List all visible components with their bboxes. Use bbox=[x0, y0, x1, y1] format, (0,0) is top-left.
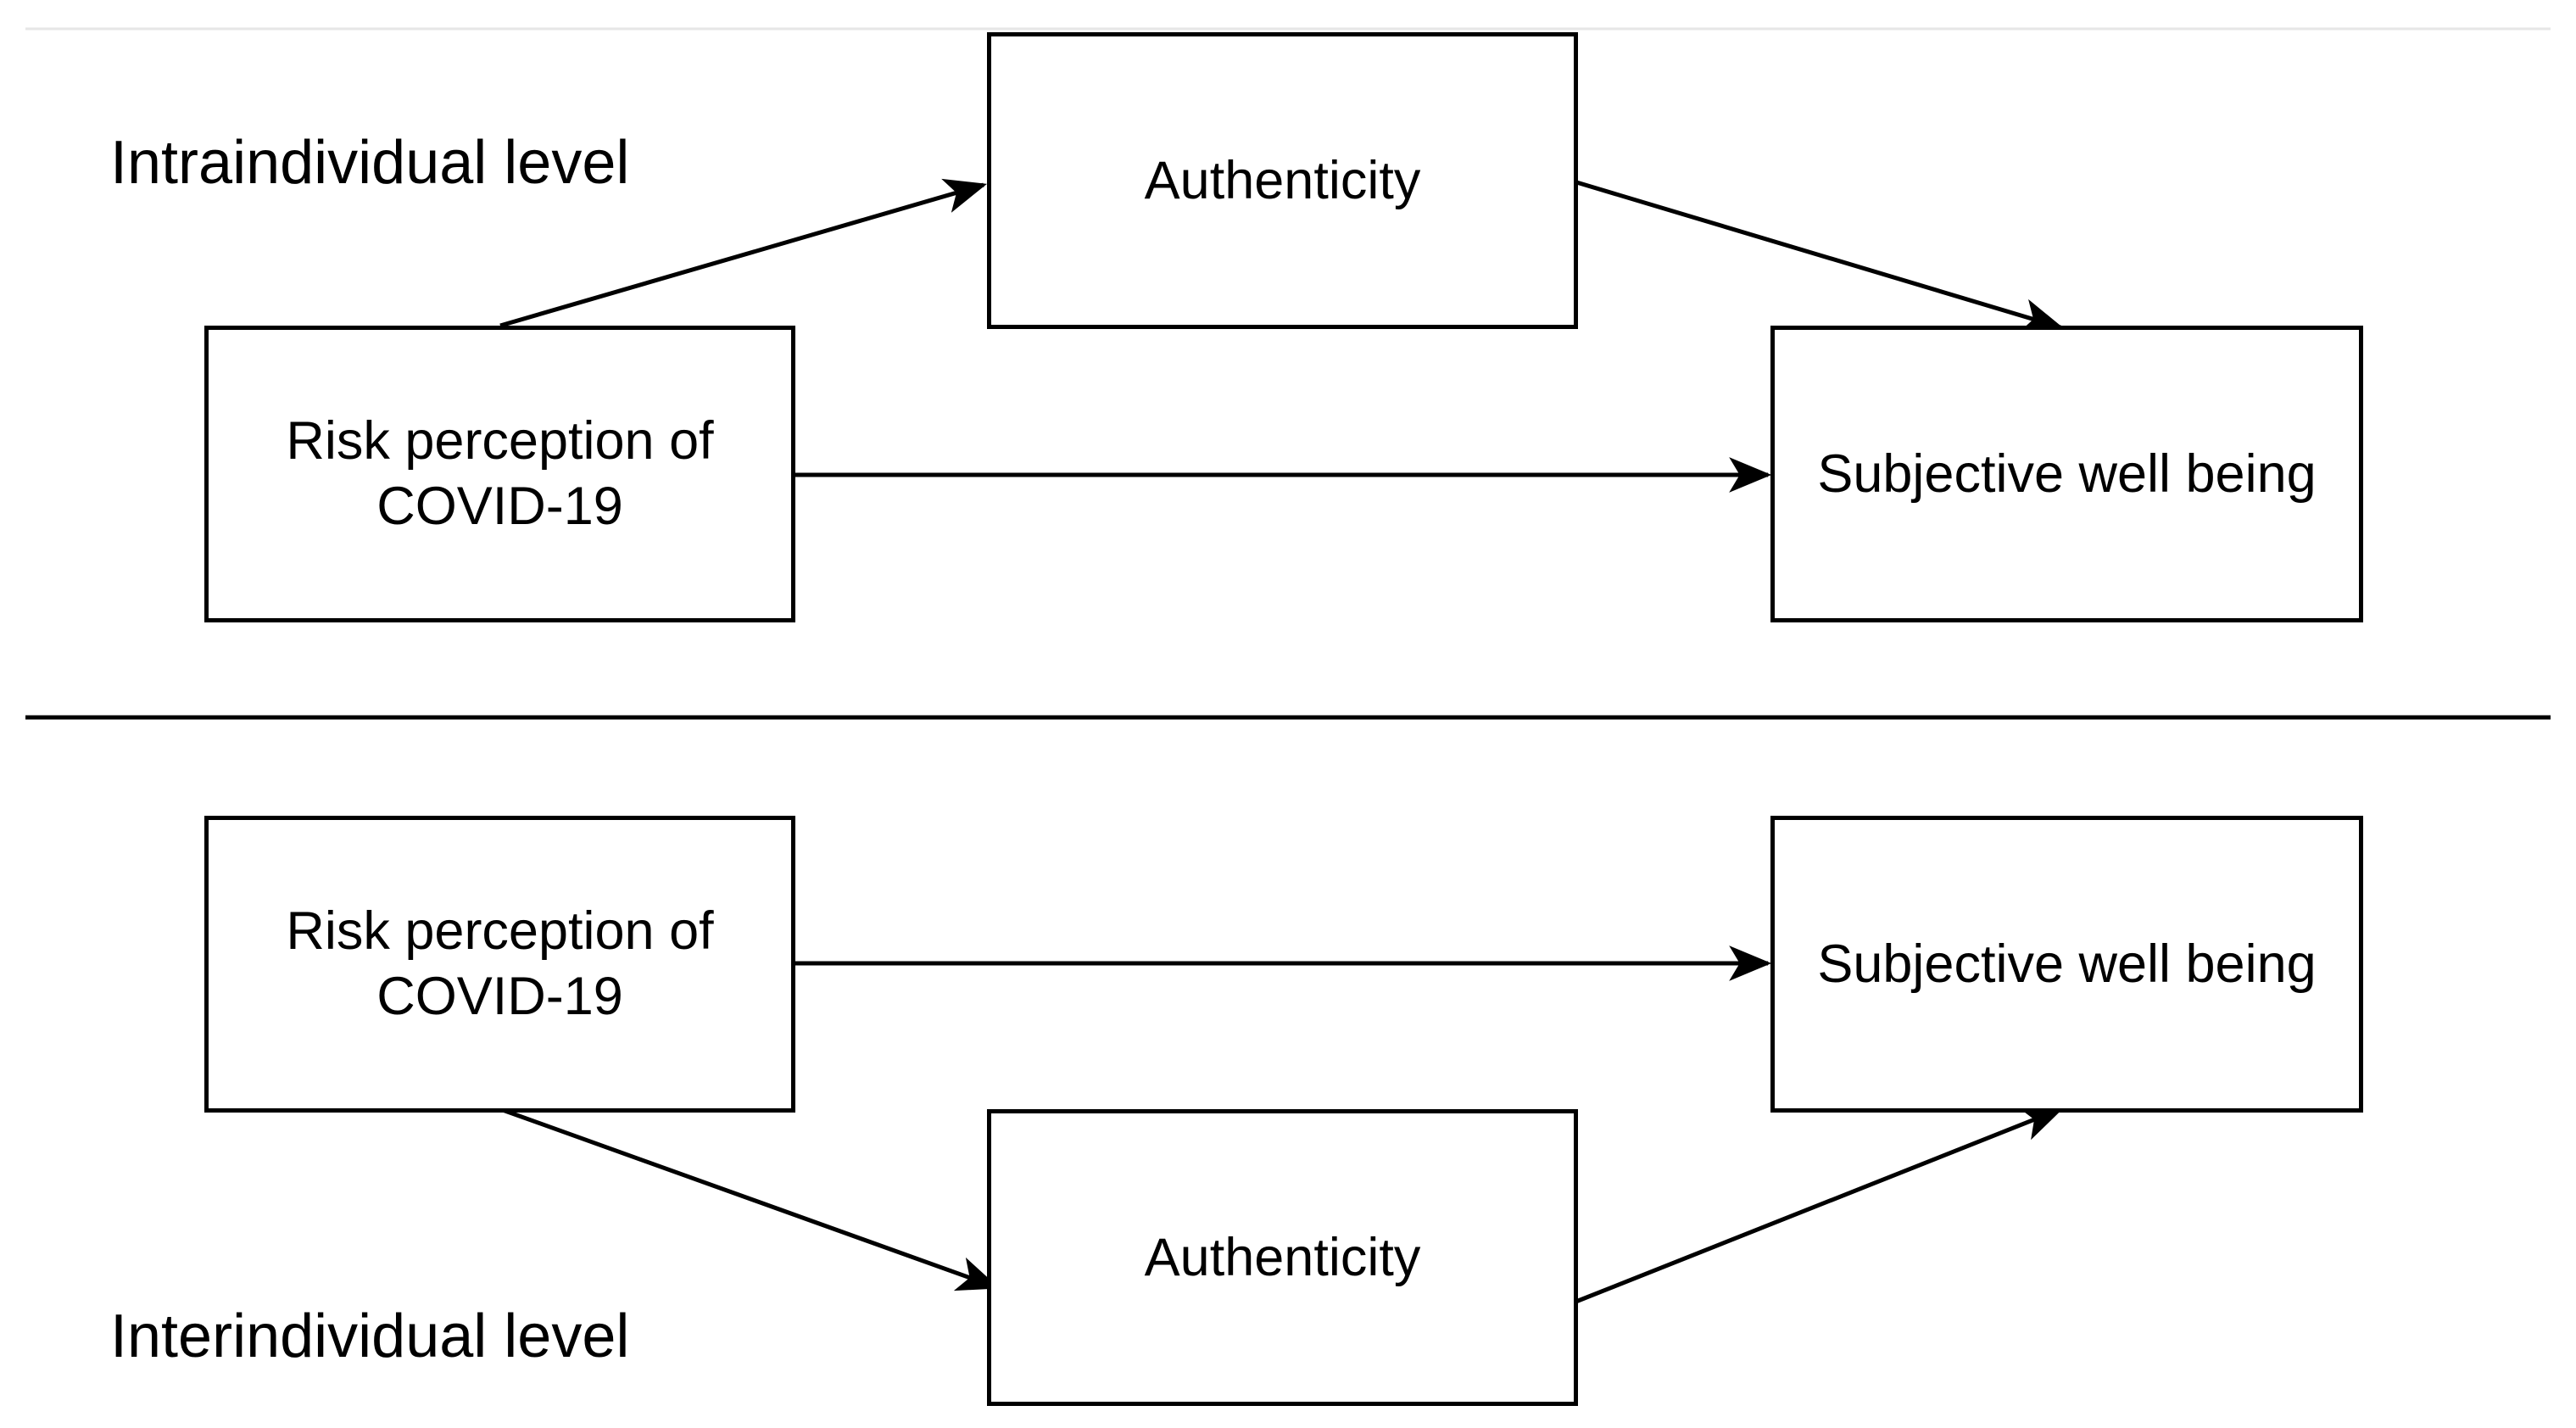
arrow-predictor-to-mediator-top bbox=[499, 178, 988, 328]
level-label-intraindividual: Intraindividual level bbox=[110, 129, 630, 197]
predictor-box-bottom: Risk perception of COVID-19 bbox=[204, 816, 795, 1113]
mediator-label-bottom: Authenticity bbox=[1144, 1227, 1421, 1287]
outcome-box-top: Subjective well being bbox=[1770, 326, 2363, 622]
outcome-box-bottom: Subjective well being bbox=[1770, 816, 2363, 1113]
level-label-interindividual: Interindividual level bbox=[110, 1302, 630, 1370]
mediator-label-top: Authenticity bbox=[1144, 150, 1421, 210]
mediator-box-bottom: Authenticity bbox=[987, 1109, 1578, 1406]
predictor-box-top: Risk perception of COVID-19 bbox=[204, 326, 795, 622]
predictor-label-bottom: Risk perception of COVID-19 bbox=[286, 901, 714, 1026]
arrow-predictor-to-mediator-bottom bbox=[499, 1107, 1000, 1291]
predictor-label-top: Risk perception of COVID-19 bbox=[286, 411, 714, 536]
outcome-label-bottom: Subjective well being bbox=[1817, 934, 2317, 994]
outcome-label-top: Subjective well being bbox=[1817, 443, 2317, 504]
mediator-box-top: Authenticity bbox=[987, 32, 1578, 329]
arrow-mediator-to-outcome-top bbox=[1573, 179, 2064, 333]
arrow-mediator-to-outcome-bottom bbox=[1573, 1107, 2064, 1305]
